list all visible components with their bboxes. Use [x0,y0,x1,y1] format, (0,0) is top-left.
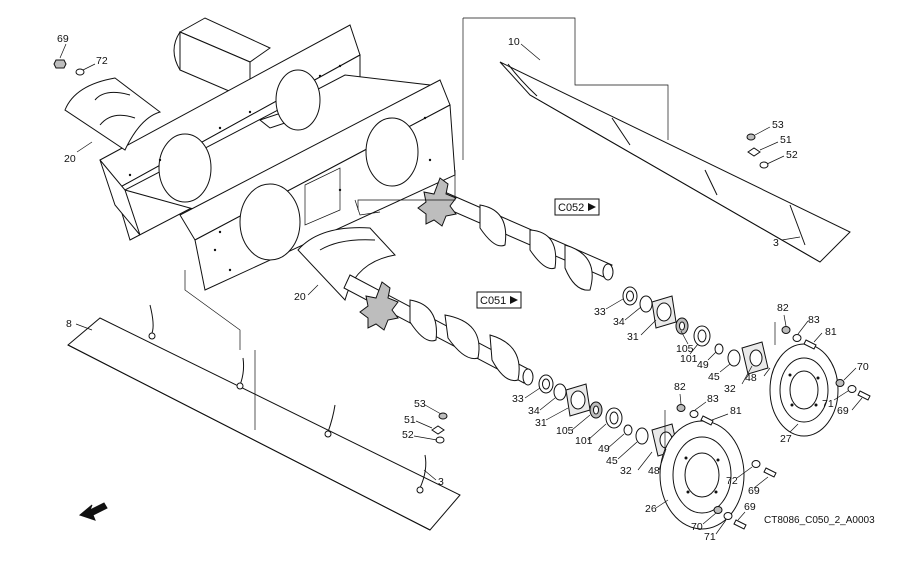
callout-20: 20 [64,153,76,165]
reference-c051[interactable]: C051 [476,291,522,309]
callout-31: 31 [535,417,547,429]
callout-53: 53 [414,398,426,410]
svg-text:C052: C052 [558,202,584,214]
callout-82: 82 [777,302,789,314]
callout-101: 101 [680,353,698,365]
callout-20: 20 [294,291,306,303]
callout-26: 26 [645,503,657,515]
sprocket-disc-27 [769,343,839,437]
callout-70: 70 [857,361,869,373]
callout-52: 52 [402,429,414,441]
upper-auger-shaft [417,177,614,291]
upper-bearing-stack [622,286,769,375]
callout-71: 71 [822,398,834,410]
callout-3: 3 [773,237,779,249]
callout-48: 48 [745,372,757,384]
callout-45: 45 [708,371,720,383]
callout-69: 69 [57,33,69,45]
callout-72: 72 [96,55,108,67]
callout-69: 69 [748,485,760,497]
callout-81: 81 [825,326,837,338]
callout-72: 72 [726,475,738,487]
leader-lines [59,17,863,535]
callout-53: 53 [772,119,784,131]
auger-housing-frame [99,17,456,291]
callout-83: 83 [808,314,820,326]
callout-69: 69 [744,501,756,513]
callout-52: 52 [786,149,798,161]
svg-text:C051: C051 [480,295,506,307]
curved-panel-upper [64,77,162,151]
callout-33: 33 [594,306,606,318]
callout-51: 51 [780,134,792,146]
lower-auger-shaft [343,274,534,386]
reference-c052[interactable]: C052 [554,198,600,216]
callout-33: 33 [512,393,524,405]
callout-32: 32 [620,465,632,477]
cover-panel-upper [499,61,851,263]
callout-48: 48 [648,465,660,477]
callout-27: 27 [780,433,792,445]
callout-49: 49 [598,443,610,455]
arrow-icon [78,502,108,521]
callout-105: 105 [556,425,574,437]
sprocket-disc-26 [659,420,745,530]
callout-81: 81 [730,405,742,417]
callout-105: 105 [676,343,694,355]
callout-69: 69 [837,405,849,417]
callout-32: 32 [724,383,736,395]
callout-82: 82 [674,381,686,393]
callout-83: 83 [707,393,719,405]
callout-34: 34 [613,316,625,328]
callout-labels: 69 72 20 10 53 51 52 3 20 8 33 34 31 105… [57,33,869,543]
drawing-code: CT8086_C050_2_A0003 [764,515,875,526]
callout-8: 8 [66,318,72,330]
callout-34: 34 [528,405,540,417]
callout-3: 3 [438,476,444,488]
cover-panel-lower [67,304,461,531]
callout-70: 70 [691,521,703,533]
callout-45: 45 [606,455,618,467]
callout-31: 31 [627,331,639,343]
callout-101: 101 [575,435,593,447]
callout-10: 10 [508,36,520,48]
fasteners [53,59,871,530]
callout-49: 49 [697,359,709,371]
callout-51: 51 [404,414,416,426]
callout-71: 71 [704,531,716,543]
